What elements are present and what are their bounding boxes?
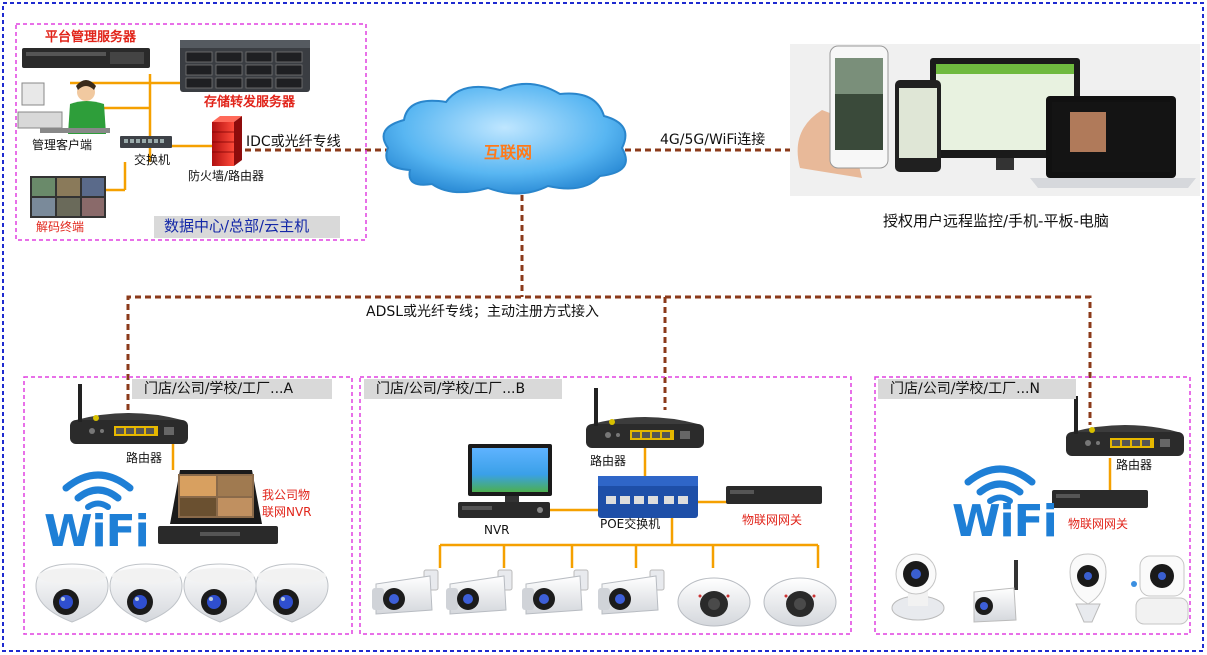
site-a-camera-1-icon [35, 563, 109, 623]
site-a-nvr-label-1: 我公司物 [262, 488, 311, 502]
internet-cloud-icon [382, 82, 627, 195]
site-a-nvr-label-2: 联网NVR [262, 505, 312, 519]
site-a-box [23, 376, 353, 635]
site-n-camera-2-icon [973, 560, 1018, 623]
site-a-router-label: 路由器 [126, 451, 163, 465]
site-a-title-bg [132, 379, 332, 399]
site-b-box [359, 376, 852, 635]
wan-links [126, 148, 1092, 425]
datacenter-caption-bg [154, 216, 340, 238]
site-n-router-icon [1066, 396, 1184, 456]
firewall-label: 防火墙/路由器 [188, 169, 265, 183]
site-b-monitor-icon [468, 444, 552, 502]
site-b-camera-3-icon [521, 569, 589, 615]
site-a-wifi-icon [62, 471, 134, 510]
decoder-label: 解码终端 [36, 220, 85, 234]
site-a-nvr-icon [158, 470, 278, 544]
site-b-nvr-icon [458, 502, 550, 518]
site-a-wifi-text: WiFi [44, 506, 150, 557]
site-n-wifi-text: WiFi [952, 496, 1058, 547]
site-b-router-label: 路由器 [590, 454, 627, 468]
site-a-camera-2-icon [109, 563, 183, 623]
site-n-title-bg [878, 379, 1076, 399]
site-b-title: 门店/公司/学校/工厂...B [376, 381, 526, 397]
datacenter-caption: 数据中心/总部/云主机 [164, 217, 310, 235]
internet-label: 互联网 [484, 143, 533, 162]
site-b-poe-label: POE交换机 [600, 517, 661, 531]
site-n-title: 门店/公司/学校/工厂...N [890, 381, 1040, 397]
datacenter-box [15, 23, 367, 241]
decoder-terminal-icon [30, 176, 106, 218]
switch-icon [120, 136, 172, 148]
site-n-box [874, 376, 1191, 635]
site-b-title-bg [364, 379, 562, 399]
site-b-camera-6-icon [763, 577, 837, 627]
platform-server-icon [22, 48, 150, 68]
site-b-router-icon [586, 388, 704, 448]
site-b-lan [438, 448, 820, 568]
adsl-link-label: ADSL或光纤专线；主动注册方式接入 [366, 304, 600, 320]
site-b-nvr-label: NVR [484, 523, 510, 537]
storage-server-label: 存储转发服务器 [204, 95, 296, 110]
switch-label: 交换机 [134, 153, 171, 167]
site-n-camera-1-icon [891, 553, 945, 621]
site-b-gateway-label: 物联网网关 [742, 513, 803, 527]
site-n-gateway-icon [1052, 490, 1148, 508]
site-a-camera-4-icon [255, 563, 329, 623]
storage-server-icon [180, 40, 310, 92]
site-n-gateway-label: 物联网网关 [1068, 517, 1129, 531]
site-b-camera-5-icon [677, 577, 751, 627]
site-a-title: 门店/公司/学校/工厂...A [144, 381, 294, 397]
remote-caption: 授权用户远程监控/手机-平板-电脑 [883, 212, 1109, 230]
idc-link-label: IDC或光纤专线 [246, 134, 341, 150]
firewall-icon [212, 116, 242, 166]
platform-server-label: 平台管理服务器 [45, 30, 137, 45]
site-n-router-label: 路由器 [1116, 458, 1153, 472]
site-b-camera-4-icon [597, 569, 665, 615]
site-b-camera-2-icon [445, 569, 513, 615]
site-b-poe-switch-icon [598, 476, 698, 518]
mgmt-client-icon [17, 80, 110, 134]
mgmt-client-label: 管理客户端 [32, 138, 93, 152]
site-n-camera-4-icon [1131, 555, 1189, 625]
site-a-camera-3-icon [183, 563, 257, 623]
mobile-link-label: 4G/5G/WiFi连接 [660, 132, 766, 148]
site-b-camera-1-icon [371, 569, 439, 615]
site-b-gateway-icon [726, 486, 822, 504]
remote-devices-icon [790, 44, 1200, 196]
site-n-camera-3-icon [1069, 553, 1107, 623]
site-n-wifi-icon [964, 465, 1036, 504]
